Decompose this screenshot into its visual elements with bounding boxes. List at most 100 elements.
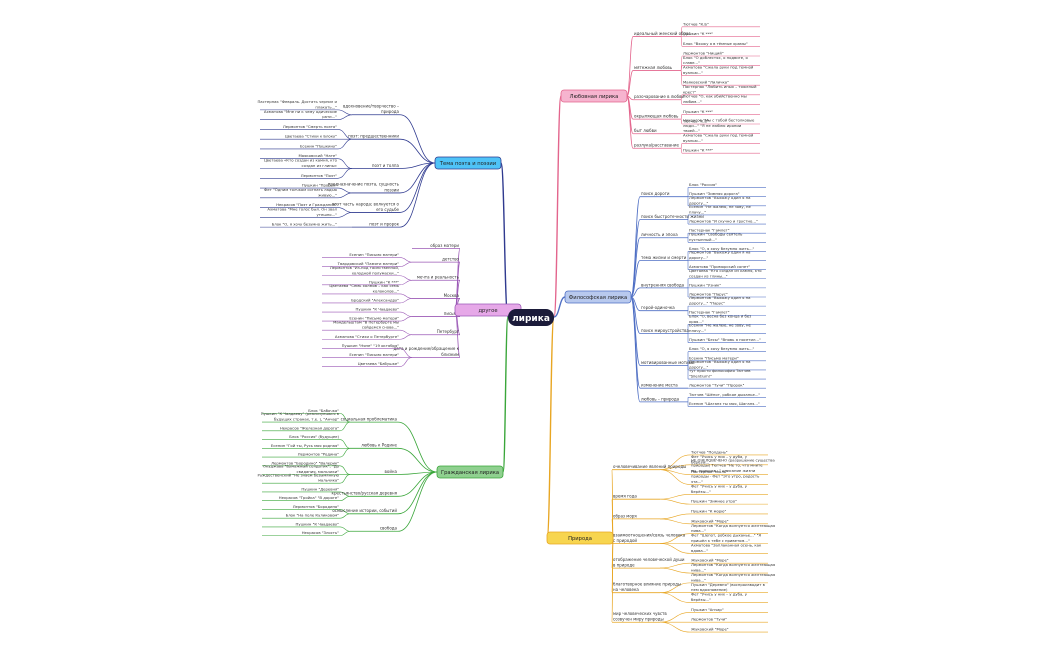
topic-node[interactable]: любовь – природа — [640, 396, 688, 403]
leaf-node[interactable]: Некрасов "Железная дорога" — [262, 425, 340, 432]
leaf-node[interactable]: тут просто философия Тютчев"Silentium!" — [688, 368, 766, 380]
leaf-node[interactable]: Лермонтов "Поэт" — [260, 173, 338, 179]
leaf-node[interactable]: Блок "Россия" (будущее) — [262, 434, 340, 440]
leaf-node[interactable]: Пушкин "Деревня" — [262, 486, 340, 493]
leaf-node[interactable]: Пушкин "Анчар" — [690, 607, 768, 613]
leaf-node[interactable]: Фет "Шёпот, робкое дыханье..." "Япришёл … — [690, 533, 768, 544]
leaf-node[interactable]: Пушкин "К ***" — [682, 31, 760, 37]
leaf-node[interactable]: Ахматова "Мне ни к чему одическиерати...… — [260, 109, 338, 120]
leaf-node[interactable]: Ахматова "Приморский сонет" — [688, 264, 766, 270]
leaf-node[interactable]: Тютчев "К.Б" — [682, 21, 760, 28]
leaf-node[interactable]: Блок "Бабочка" — [262, 408, 340, 414]
leaf-node[interactable]: Есенин "Шаганэ ты моя, Шаганэ..." — [688, 401, 766, 407]
leaf-node[interactable]: Некрасов "Поэт и Гражданин" — [260, 202, 338, 208]
topic-node[interactable]: окрыляющая любовь — [633, 114, 681, 120]
leaf-node[interactable]: Блок "О, я хочу безумно жить..." — [688, 346, 766, 353]
topic-node[interactable]: изменение места — [640, 383, 688, 389]
leaf-node[interactable]: Лермонтов "Из-под таинственной,холодной … — [322, 265, 400, 277]
leaf-node[interactable]: Некрасов "Тройка" "В дороге" — [262, 495, 340, 502]
leaf-node[interactable]: Есенин "Письмо матери" — [688, 355, 766, 362]
leaf-node[interactable]: Пушкин "К ***" — [682, 109, 760, 115]
topic-node[interactable]: мятежная любовь — [633, 65, 681, 71]
leaf-node[interactable]: Пушкин "К ***" — [682, 148, 760, 154]
leaf-node[interactable]: Маяковский "Нате" — [260, 153, 338, 160]
central-node[interactable]: лирика — [508, 309, 554, 326]
leaf-node[interactable]: Лермонтов "Нищий" — [682, 51, 760, 57]
topic-node[interactable]: мечта и реальность — [412, 275, 460, 281]
leaf-node[interactable]: Лермонтов "Тучи" — [690, 617, 768, 623]
leaf-node[interactable]: Жуковский "Море" — [690, 518, 768, 525]
branch-node-poet[interactable]: Тема поэта и поэзии — [434, 156, 502, 170]
topic-node[interactable]: тема жизни и смерти — [640, 255, 688, 261]
topic-node[interactable]: поэт и пророк — [352, 222, 400, 228]
leaf-node[interactable]: Пастернак "Гамлет" — [688, 228, 766, 234]
leaf-node[interactable]: Цветаева «Кто создан из камня, ктосоздан… — [260, 158, 338, 169]
leaf-node[interactable]: Блок "О, я хочу безумно жить..." — [688, 246, 766, 252]
leaf-node[interactable]: Лермонтов "Когда волнуется желтеющаянива… — [690, 523, 775, 534]
leaf-node[interactable]: Тютчев "Шёпот, робкое дыханье..." — [688, 392, 766, 398]
leaf-node[interactable]: Есенин "Письмо матери" — [322, 316, 400, 322]
topic-node[interactable]: поэт и толпа — [352, 163, 400, 169]
topic-node[interactable]: очеловечивание явлений природы — [612, 464, 686, 471]
leaf-node[interactable]: Пушкин "К Чаадаеву" (реализуешься вбудущ… — [261, 411, 340, 423]
leaf-node[interactable]: Бродский "Александру" — [322, 297, 400, 304]
leaf-node[interactable]: Тютчев "Полдень" — [690, 449, 768, 456]
leaf-node[interactable]: Жуковский "Море" — [690, 627, 768, 633]
topic-node[interactable]: любовь к Родине — [350, 443, 398, 449]
topic-node[interactable]: время года — [612, 494, 660, 500]
leaf-node[interactable]: Цветаева "Бабушке" — [322, 361, 400, 367]
leaf-node[interactable]: Тютчев "К.Б" — [682, 119, 760, 125]
leaf-node[interactable]: Пастернак "Гамлет" — [688, 310, 766, 316]
topic-node[interactable]: война — [350, 469, 398, 475]
leaf-node[interactable]: Лермонтов "Смерть поэта" — [260, 124, 338, 130]
branch-node-nature[interactable]: Природа — [546, 531, 614, 545]
leaf-node[interactable]: Пушкин "К морю" — [690, 508, 768, 515]
leaf-node[interactable]: Фет "Одним толчком согнать ладьюживую...… — [260, 187, 338, 199]
branch-node-love[interactable]: Любовная лирика — [560, 89, 628, 103]
topic-node[interactable]: осмысление истории, событий — [332, 508, 398, 515]
leaf-node[interactable]: Ахматова "Мне голос был. Он звалутешно..… — [260, 206, 338, 218]
leaf-node[interactable]: Лермонтов "Когда волнуется желтеющаянива… — [690, 572, 775, 584]
topic-node[interactable]: мотивированные мотивы — [640, 360, 694, 366]
leaf-node[interactable]: Жуковский "Море" — [690, 558, 768, 564]
leaf-node[interactable]: Рождественский "Не знаем безымяннуюмальч… — [257, 472, 340, 484]
topic-node[interactable]: образ матери — [412, 243, 460, 249]
topic-node[interactable]: детство — [412, 257, 460, 263]
topic-node[interactable]: быт любви — [633, 128, 681, 135]
leaf-node[interactable]: Твардовский "Памяти матери" — [322, 261, 400, 267]
topic-node[interactable]: социальная проблематика — [341, 417, 398, 423]
topic-node[interactable]: Петербург — [412, 329, 460, 336]
topic-node[interactable]: идеальный женский образ — [633, 31, 691, 37]
leaf-node[interactable]: Есенин "Гой ты, Русь моя родная" — [262, 443, 340, 449]
leaf-node[interactable]: Пушкин "Бесы" "Вновь я посетил..." — [688, 337, 766, 343]
leaf-node[interactable]: НЕ ОЧЕЛОВЕЧЕНО (разрушение существаприро… — [690, 457, 775, 485]
leaf-node[interactable]: Пушкин "Зимняя дорога" — [688, 191, 766, 197]
leaf-node[interactable]: Лермонтов "Когда волнуется желтеющаянива… — [690, 562, 775, 574]
leaf-node[interactable]: Лермонтов "Бородино" "Валерик" — [262, 460, 340, 467]
topic-node[interactable]: вдохновение/творчество –природа — [343, 104, 400, 116]
leaf-node[interactable]: Пушкин "К ***" — [322, 279, 400, 286]
topic-node[interactable]: поиск дороги — [640, 191, 688, 198]
leaf-node[interactable]: Лермонтов "И скучно и грустно..." — [688, 219, 766, 225]
leaf-node[interactable]: Цветаева "Кто создан из камня, ктосоздан… — [688, 268, 766, 280]
leaf-node[interactable]: Есенин "Письмо матери" — [322, 252, 400, 258]
leaf-node[interactable]: Цветаева "Семь холмов – как семьколоколо… — [322, 283, 400, 295]
